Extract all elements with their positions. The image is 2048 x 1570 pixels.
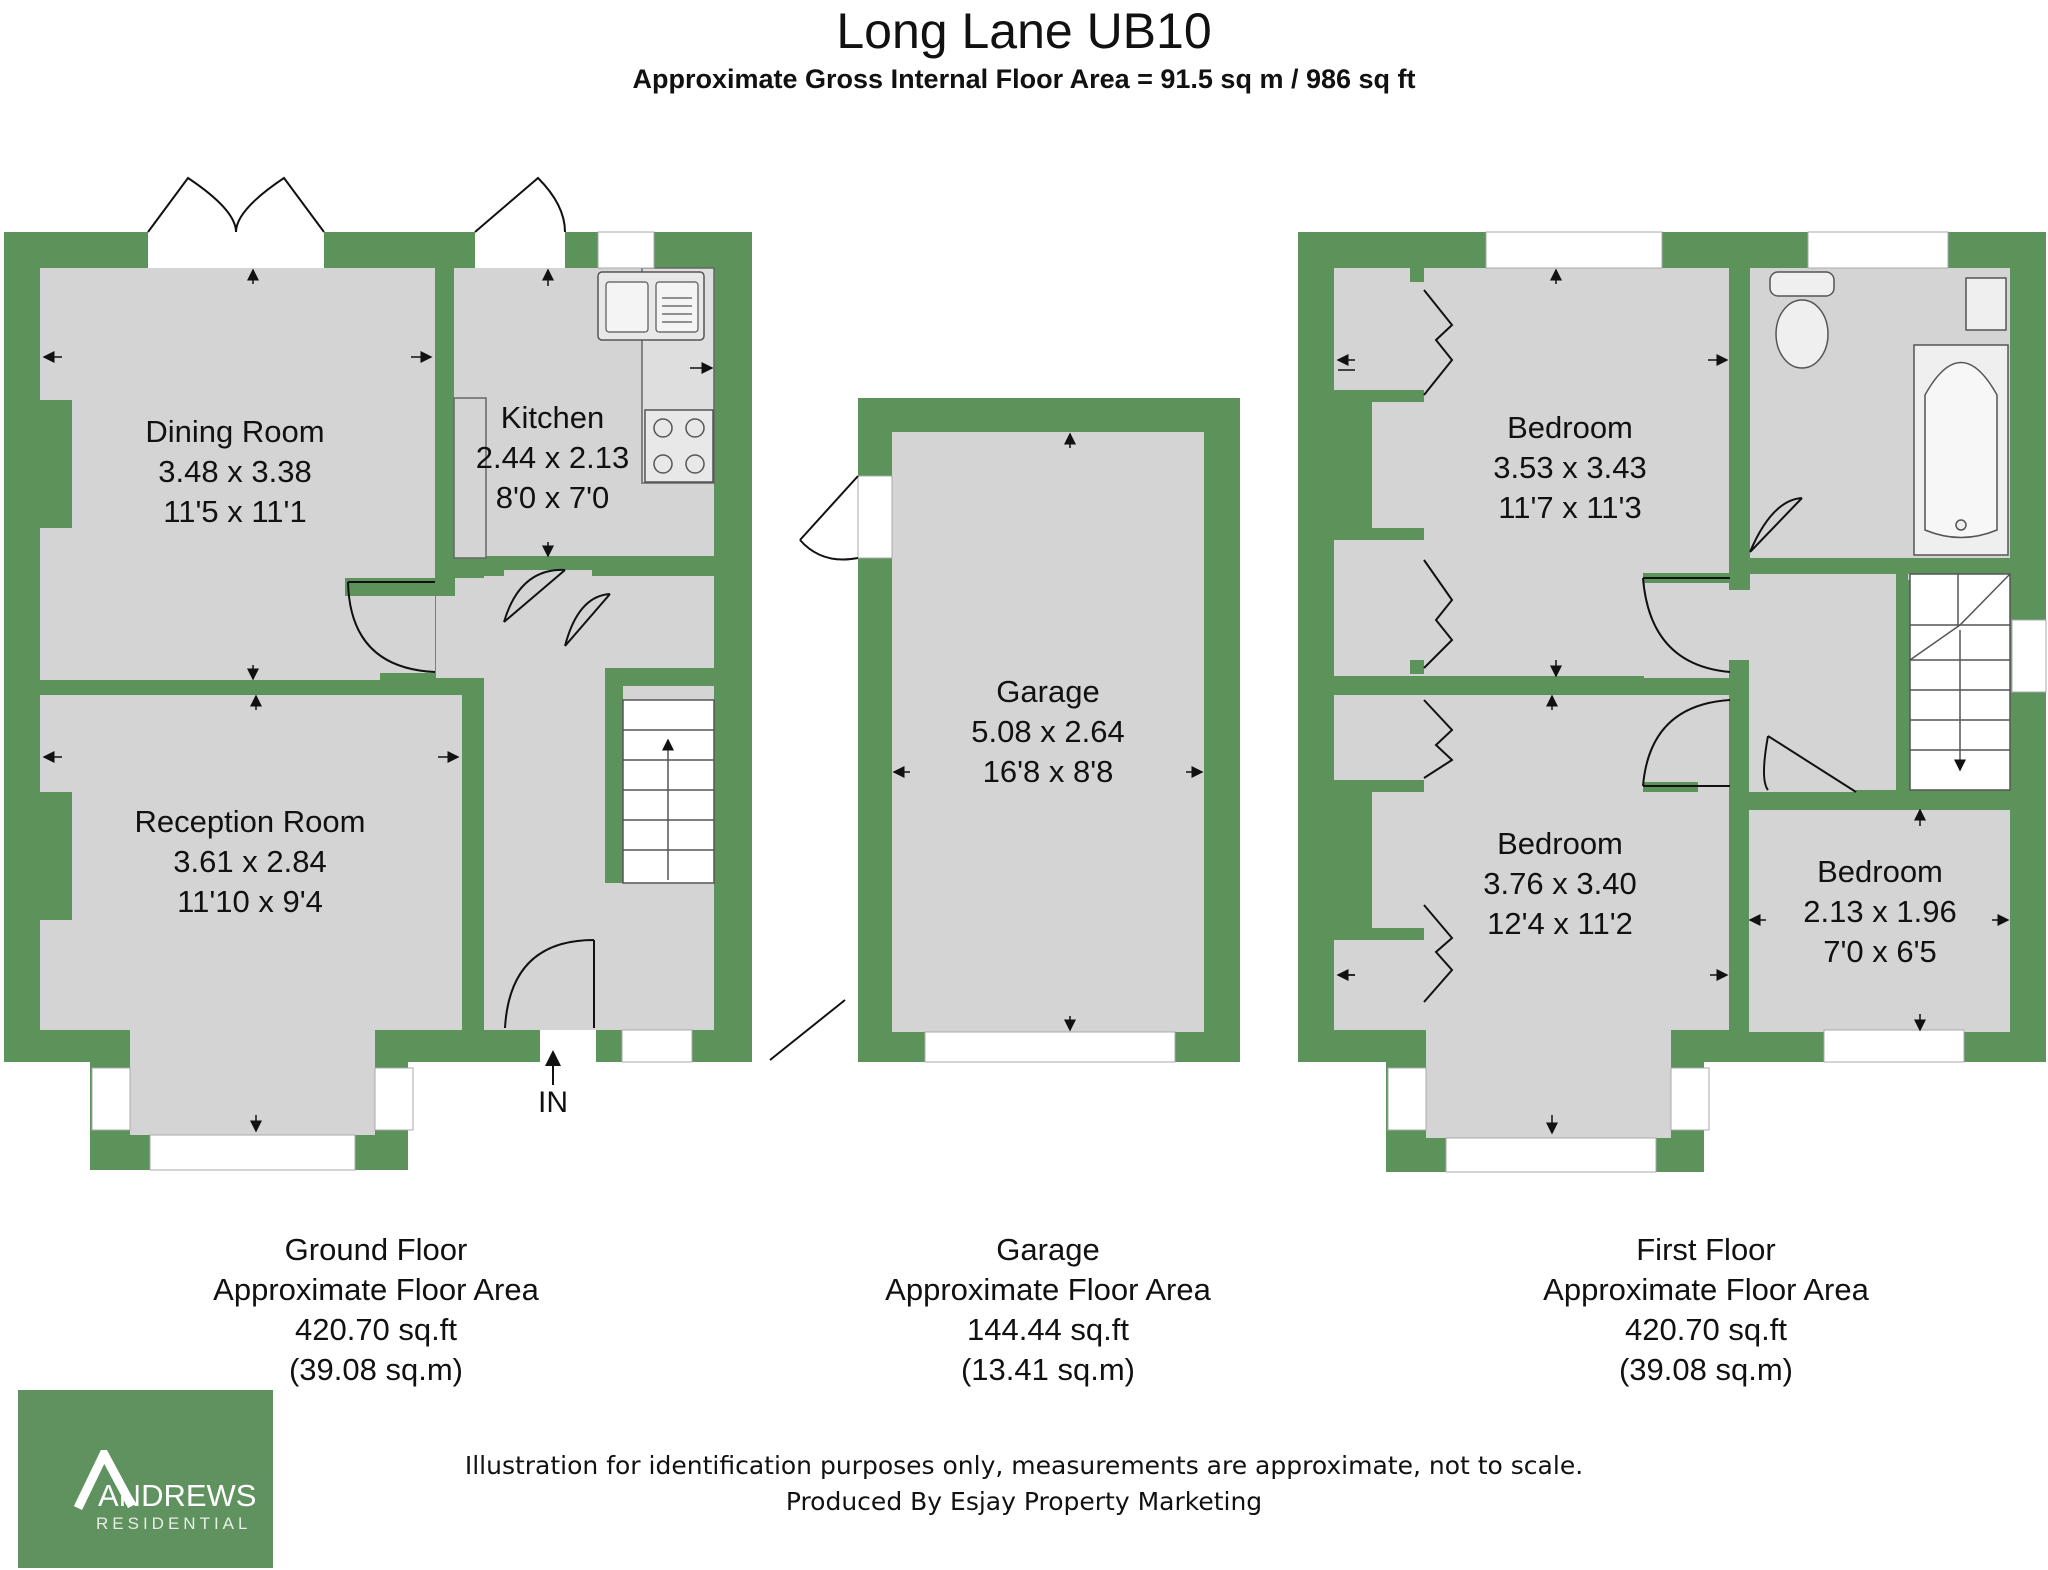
- bedroom-2-imperial: 12'4 x 11'2: [1487, 906, 1633, 941]
- bedroom-1-name: Bedroom: [1507, 410, 1633, 445]
- plan-title: Long Lane UB10: [836, 3, 1212, 59]
- room-label-bedroom-2: Bedroom 3.76 x 3.40 12'4 x 11'2: [1440, 824, 1680, 944]
- reception-room-imperial: 11'10 x 9'4: [177, 884, 323, 919]
- ground-floor-summary: Ground Floor Approximate Floor Area 420.…: [176, 1230, 576, 1390]
- logo-subtitle: RESIDENTIAL: [96, 1514, 252, 1533]
- kitchen-name: Kitchen: [500, 400, 605, 435]
- first-floor-summary: First Floor Approximate Floor Area 420.7…: [1506, 1230, 1906, 1390]
- first-floor-sqft: 420.70 sq.ft: [1624, 1312, 1787, 1347]
- ground-floor-sqft: 420.70 sq.ft: [294, 1312, 457, 1347]
- gross-area-subtitle: Approximate Gross Internal Floor Area = …: [632, 64, 1416, 94]
- ground-floor-name: Ground Floor: [284, 1232, 468, 1267]
- room-label-garage: Garage 5.08 x 2.64 16'8 x 8'8: [930, 672, 1166, 792]
- room-label-bedroom-3: Bedroom 2.13 x 1.96 7'0 x 6'5: [1760, 852, 2000, 972]
- garage-summary: Garage Approximate Floor Area 144.44 sq.…: [848, 1230, 1248, 1390]
- reception-room-name: Reception Room: [134, 804, 366, 839]
- disclaimer-line-1: Illustration for identification purposes…: [464, 1451, 1584, 1480]
- room-label-kitchen: Kitchen 2.44 x 2.13 8'0 x 7'0: [460, 398, 645, 518]
- garage-area-label: Approximate Floor Area: [885, 1272, 1211, 1307]
- kitchen-imperial: 8'0 x 7'0: [495, 480, 610, 515]
- bedroom-2-name: Bedroom: [1497, 826, 1623, 861]
- bedroom-2-metric: 3.76 x 3.40: [1483, 866, 1637, 901]
- toilet-icon: [1769, 271, 1835, 369]
- first-floor-sqm: (39.08 sq.m): [1618, 1352, 1793, 1387]
- garage-sqft: 144.44 sq.ft: [966, 1312, 1129, 1347]
- reception-room-metric: 3.61 x 2.84: [173, 844, 327, 879]
- disclaimer: Illustration for identification purposes…: [424, 1448, 1624, 1520]
- kitchen-metric: 2.44 x 2.13: [475, 440, 630, 475]
- dining-room-name: Dining Room: [145, 414, 325, 449]
- first-floor-name: First Floor: [1636, 1232, 1776, 1267]
- first-floor-area-label: Approximate Floor Area: [1543, 1272, 1869, 1307]
- garage-plan: [799, 398, 1240, 1063]
- garage-floor: [892, 432, 1204, 1032]
- garage-sqm: (13.41 sq.m): [960, 1352, 1135, 1387]
- garage-floor-name: Garage: [996, 1232, 1100, 1267]
- disclaimer-line-2: Produced By Esjay Property Marketing: [785, 1487, 1263, 1516]
- reception-room-floor: [40, 695, 462, 1030]
- first-floor-plan: [1298, 231, 2047, 1173]
- bathtub-icon: [1913, 344, 2009, 556]
- garage-imperial: 16'8 x 8'8: [982, 754, 1114, 789]
- bedroom-3-metric: 2.13 x 1.96: [1803, 894, 1957, 929]
- room-label-dining: Dining Room 3.48 x 3.38 11'5 x 11'1: [115, 412, 355, 532]
- dining-room-floor: [40, 268, 435, 673]
- ground-floor-area-label: Approximate Floor Area: [213, 1272, 539, 1307]
- bedroom-3-floor: [1748, 810, 2010, 1032]
- garage-metric: 5.08 x 2.64: [971, 714, 1125, 749]
- logo-name: ANDREWS: [98, 1478, 257, 1513]
- bedroom-3-imperial: 7'0 x 6'5: [1823, 934, 1937, 969]
- hob-icon: [644, 409, 714, 483]
- dining-room-metric: 3.48 x 3.38: [158, 454, 312, 489]
- washbasin-icon: [1965, 277, 2007, 331]
- bedroom-1-metric: 3.53 x 3.43: [1493, 450, 1647, 485]
- ground-floor-plan: [4, 176, 846, 1171]
- dining-room-imperial: 11'5 x 11'1: [163, 494, 307, 529]
- entrance-label: IN: [538, 1086, 568, 1119]
- bedroom-2-floor: [1334, 695, 1729, 1030]
- andrews-residential-logo: ANDREWS RESIDENTIAL: [18, 1390, 273, 1568]
- room-label-reception: Reception Room 3.61 x 2.84 11'10 x 9'4: [100, 802, 400, 922]
- roof-logo-icon: [74, 1450, 136, 1510]
- ground-floor-sqm: (39.08 sq.m): [288, 1352, 463, 1387]
- room-label-bedroom-1: Bedroom 3.53 x 3.43 11'7 x 11'3: [1450, 408, 1690, 528]
- garage-name: Garage: [996, 674, 1100, 709]
- bedroom-3-name: Bedroom: [1817, 854, 1943, 889]
- bedroom-1-imperial: 11'7 x 11'3: [1498, 490, 1642, 525]
